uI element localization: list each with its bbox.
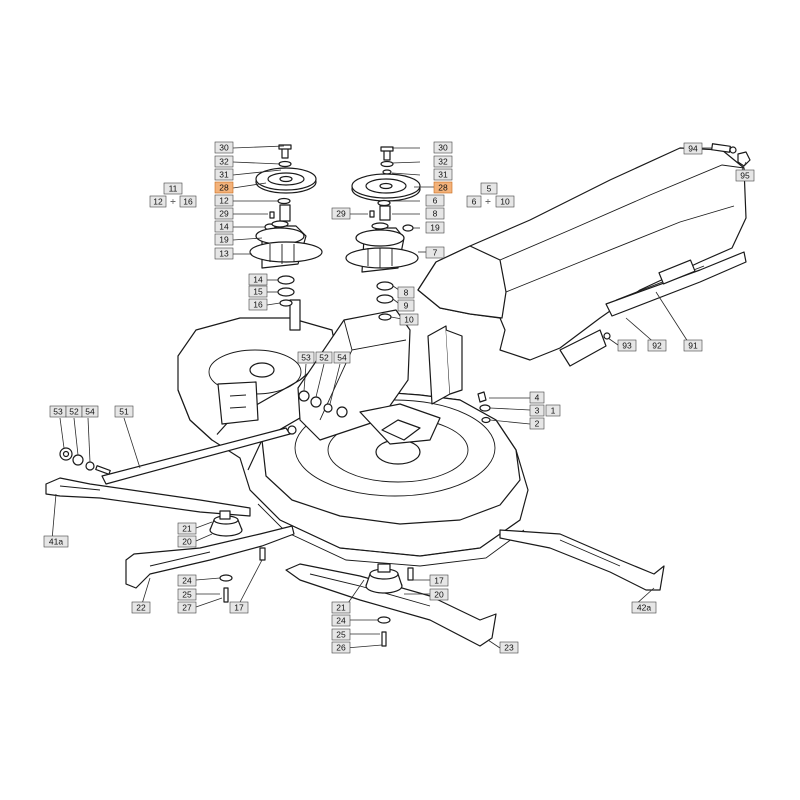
part-tag: 24	[182, 576, 192, 586]
part-tag: 54	[85, 407, 95, 417]
part-tag: 54	[337, 353, 347, 363]
ref-10-label: 10	[500, 197, 510, 207]
part-tag: 32	[438, 157, 448, 167]
highlighted-part-28-left: 28	[219, 183, 229, 193]
part-tag: 21	[336, 603, 346, 613]
part-tag: 7	[433, 248, 438, 258]
part-tag: 14	[253, 275, 263, 285]
cover-knob-95	[737, 151, 751, 167]
rod-hardware-right	[298, 390, 348, 418]
part-tag: 26	[336, 643, 346, 653]
bracket-bolt-and-nut	[477, 391, 491, 424]
part-tag: 51	[119, 407, 129, 417]
part-tag: 31	[438, 170, 448, 180]
part-tag: 3	[535, 406, 540, 416]
part-tag: 24	[336, 616, 346, 626]
part-tag: 53	[53, 407, 63, 417]
part-tag: 29	[219, 209, 229, 219]
part-tag: 19	[430, 223, 440, 233]
part-tag: 19	[219, 235, 229, 245]
part-tag: 25	[182, 590, 192, 600]
part-tag: 22	[136, 603, 146, 613]
leader-lines	[51, 145, 747, 649]
part-tag: 23	[504, 643, 514, 653]
part-tag: 8	[404, 288, 409, 298]
part-tag: 20	[182, 537, 192, 547]
part-tag: 94	[688, 144, 698, 154]
part-tag: 15	[253, 287, 263, 297]
ref-group-left: 11 12 ÷ 16	[149, 182, 197, 208]
part-tag: 53	[301, 353, 311, 363]
part-tag: 4	[535, 393, 540, 403]
part-tag: 92	[652, 341, 662, 351]
part-tag: 13	[219, 249, 229, 259]
blade-hub-right	[365, 563, 414, 647]
side-blade-right	[499, 529, 665, 591]
right-spindle-assembly	[345, 146, 421, 321]
ref-5-label: 5	[487, 184, 492, 194]
part-tag: 30	[219, 143, 229, 153]
part-tag: 29	[336, 209, 346, 219]
ref-group-right: 5 6 ÷ 10	[466, 182, 515, 208]
part-tag: 1	[551, 406, 556, 416]
part-tag: 20	[434, 590, 444, 600]
part-tag: 27	[182, 603, 192, 613]
part-tag: 31	[219, 170, 229, 180]
highlighted-part-28-right: 28	[438, 183, 448, 193]
side-blade-left	[45, 477, 251, 517]
rod-hardware-left	[59, 447, 111, 475]
cover-clip-93	[603, 332, 611, 340]
part-tag: 9	[404, 301, 409, 311]
part-tags: 30 32 31 28 12 29 14 19 13 14 15 16 30 3…	[43, 141, 755, 654]
part-tag: 6	[433, 196, 438, 206]
range-symbol-right: ÷	[485, 197, 492, 206]
part-tag: 93	[622, 341, 632, 351]
blade-hub-left	[209, 510, 266, 603]
part-tag: 52	[69, 407, 79, 417]
part-tag: 25	[336, 630, 346, 640]
part-tag: 32	[219, 157, 229, 167]
range-symbol-left: ÷	[170, 197, 177, 206]
part-tag: 30	[438, 143, 448, 153]
part-tag: 17	[434, 576, 444, 586]
ref-6-label: 6	[472, 197, 477, 207]
part-tag: 42a	[637, 603, 651, 613]
part-tag: 14	[219, 222, 229, 232]
part-tag: 10	[404, 315, 414, 325]
part-tag: 16	[253, 300, 263, 310]
ref-12-label: 12	[153, 197, 163, 207]
part-tag: 12	[219, 196, 229, 206]
ref-16-label: 16	[183, 197, 193, 207]
link-rod	[101, 425, 297, 485]
part-tag: 95	[740, 171, 750, 181]
left-spindle-assembly	[249, 144, 323, 307]
part-tag: 41a	[49, 537, 63, 547]
part-tag: 21	[182, 524, 192, 534]
part-tag: 2	[535, 419, 540, 429]
part-tag: 52	[319, 353, 329, 363]
ref-11-label: 11	[169, 184, 178, 194]
cover-bolt-94	[711, 143, 737, 154]
part-tag: 91	[688, 341, 698, 351]
part-tag: 17	[234, 603, 244, 613]
blade-left	[125, 525, 295, 589]
part-tag: 8	[433, 209, 438, 219]
belt-guard-cover	[417, 147, 747, 367]
